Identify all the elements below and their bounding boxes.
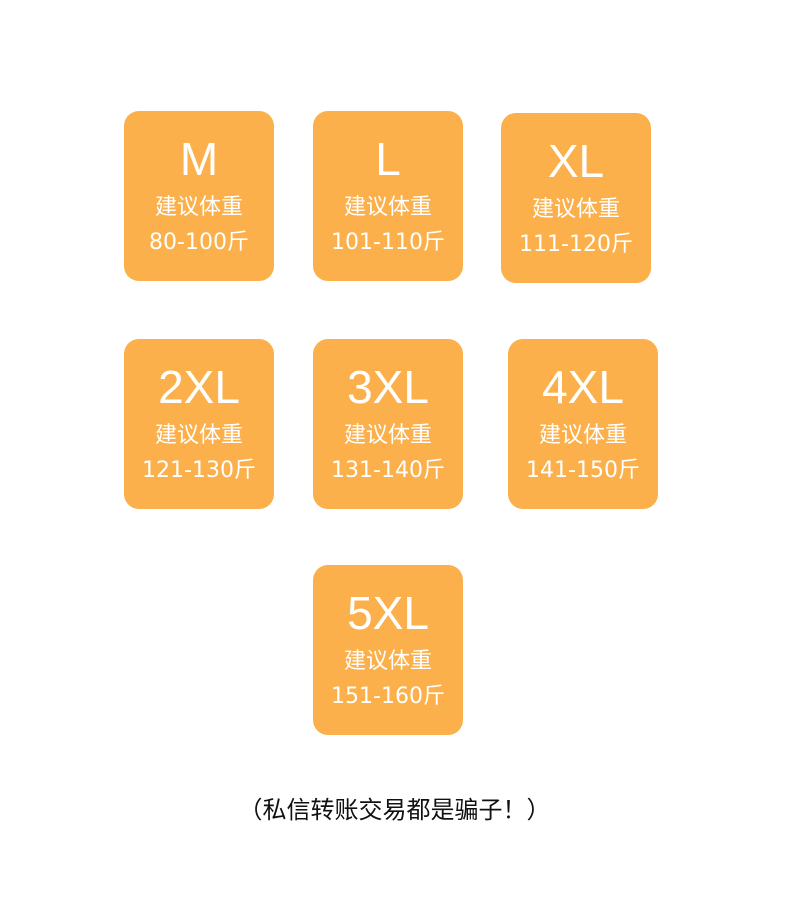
size-label: M bbox=[179, 133, 219, 185]
weight-label: 建议体重 bbox=[154, 195, 243, 220]
size-label: XL bbox=[547, 135, 605, 187]
weight-range: 151-160斤 bbox=[331, 684, 445, 709]
size-card-m: M 建议体重 80-100斤 bbox=[124, 111, 274, 281]
weight-range: 101-110斤 bbox=[331, 230, 445, 255]
size-label: 5XL bbox=[347, 587, 429, 639]
size-card-2xl: 2XL 建议体重 121-130斤 bbox=[124, 339, 274, 509]
size-card-4xl: 4XL 建议体重 141-150斤 bbox=[508, 339, 658, 509]
weight-range: 121-130斤 bbox=[142, 458, 256, 483]
size-card-3xl: 3XL 建议体重 131-140斤 bbox=[313, 339, 463, 509]
weight-range: 111-120斤 bbox=[519, 232, 633, 257]
size-label: 2XL bbox=[158, 361, 240, 413]
weight-label: 建议体重 bbox=[343, 649, 432, 674]
weight-range: 80-100斤 bbox=[149, 230, 249, 255]
weight-label: 建议体重 bbox=[343, 423, 432, 448]
size-card-xl: XL 建议体重 111-120斤 bbox=[501, 113, 651, 283]
weight-label: 建议体重 bbox=[154, 423, 243, 448]
size-label: 4XL bbox=[542, 361, 624, 413]
size-label: 3XL bbox=[347, 361, 429, 413]
scam-warning-note: （私信转账交易都是骗子！） bbox=[238, 796, 551, 824]
size-card-l: L 建议体重 101-110斤 bbox=[313, 111, 463, 281]
weight-label: 建议体重 bbox=[343, 195, 432, 220]
size-label: L bbox=[375, 133, 401, 185]
weight-label: 建议体重 bbox=[531, 197, 620, 222]
size-card-5xl: 5XL 建议体重 151-160斤 bbox=[313, 565, 463, 735]
weight-label: 建议体重 bbox=[538, 423, 627, 448]
weight-range: 131-140斤 bbox=[331, 458, 445, 483]
weight-range: 141-150斤 bbox=[526, 458, 640, 483]
